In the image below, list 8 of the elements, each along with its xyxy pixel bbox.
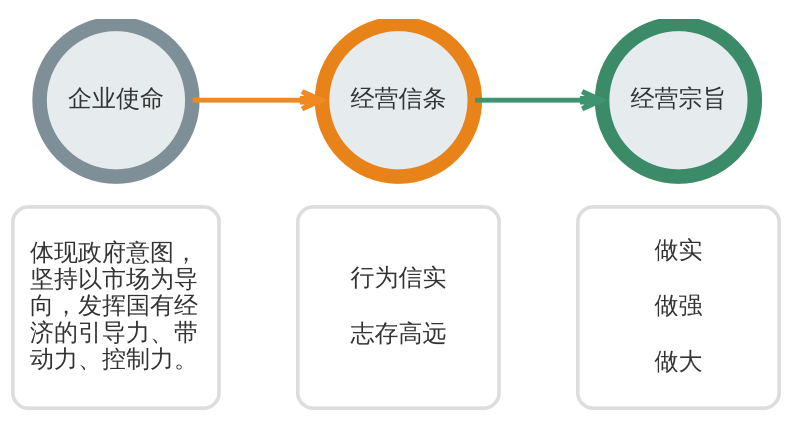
node-box: 做实 做强 做大 xyxy=(576,204,781,410)
node-box: 体现政府意图，坚持以市场为导向，发挥国有经济的引导力、带动力、控制力。 xyxy=(11,204,221,410)
arrow xyxy=(192,88,324,111)
node-circle: 企业使命 xyxy=(32,18,200,184)
node-circle: 经营宗旨 xyxy=(594,18,762,184)
arrow xyxy=(475,88,604,111)
node-circle: 经营信条 xyxy=(314,18,482,184)
node-box: 行为信实 志存高远 xyxy=(296,204,501,410)
